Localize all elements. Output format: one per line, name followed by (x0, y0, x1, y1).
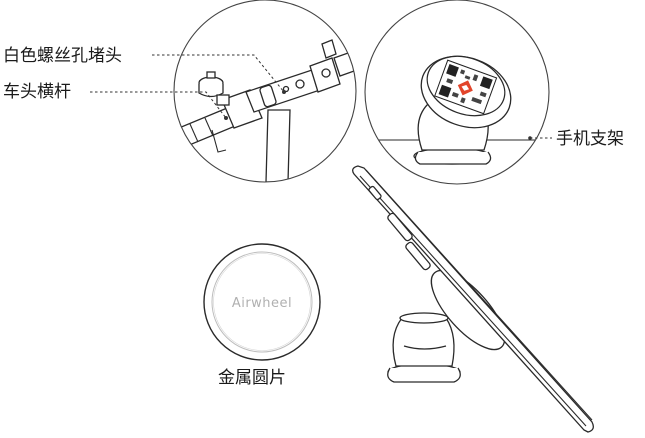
qr-code-icon (434, 59, 498, 115)
label-white-screw-cap: 白色螺丝孔堵头 (3, 46, 122, 66)
label-phone-holder: 手机支架 (556, 129, 624, 149)
phone-holder-detail-circle (364, 0, 550, 185)
leader-lines (90, 54, 552, 140)
metal-plate: Airwheel (203, 243, 321, 361)
handlebar-detail-circle (173, 0, 357, 183)
phone-on-mount (352, 165, 594, 433)
label-handlebar: 车头横杆 (3, 82, 71, 102)
label-metal-plate: 金属圆片 (218, 368, 286, 388)
magnetic-mount (387, 269, 506, 383)
airwheel-logo: Airwheel (232, 296, 292, 311)
